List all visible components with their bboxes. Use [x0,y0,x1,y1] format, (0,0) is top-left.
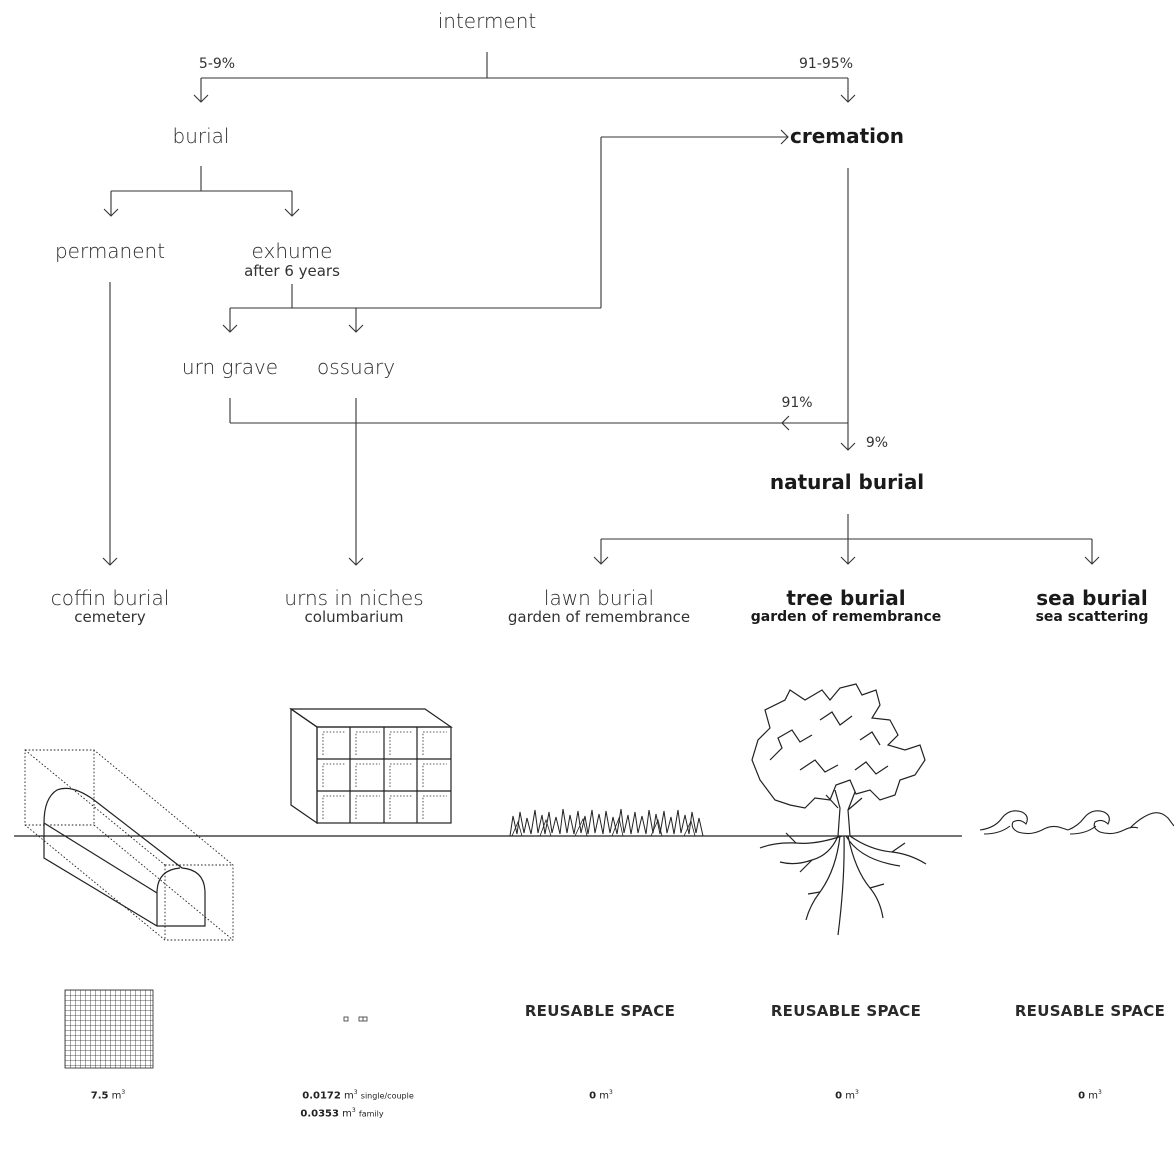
node-burial: burial [172,124,230,148]
outcome-sea-burial-subtitle: sea scattering [1035,609,1149,625]
node-exhume: exhume [251,239,333,263]
volume-value: 0 [835,1090,843,1102]
outcome-coffin-burial-title: coffin burial [50,586,170,610]
unit-exponent: 3 [855,1089,859,1096]
outcome-lawn-burial-title: lawn burial [543,586,655,610]
unit-exponent: 3 [1098,1089,1102,1096]
connector-permanent [102,282,118,566]
tree-illustration [751,683,927,936]
volume-unit: m [1088,1090,1099,1102]
connector-burial [103,166,300,217]
node-permanent: permanent [54,239,166,263]
node-urn-grave: urn grave [181,355,279,379]
node-interment: interment [437,9,537,33]
volume-value: 0 [1078,1090,1086,1102]
volume-sea: 0 m3 [1078,1090,1102,1101]
connector-interment [193,52,856,103]
unit-exponent: 3 [121,1089,126,1096]
volume-unit: m [111,1090,122,1102]
unit-exponent: 3 [353,1089,358,1096]
grass-illustration [509,808,704,837]
volume-value: 0.0353 [300,1108,339,1120]
pct-burial: 5-9% [198,56,236,72]
volume-note: family [358,1109,384,1119]
volume-coffin: 7.5 m3 [91,1090,125,1101]
volume-value: 7.5 [90,1090,109,1102]
connector-natural-burial [593,514,1100,565]
reusable-space-tree: REUSABLE SPACE [770,1002,922,1020]
connector-exhume [222,129,789,333]
space-grid [64,989,154,1069]
connector-cremation [229,168,856,451]
node-exhume-subtitle: after 6 years [244,262,340,280]
outcome-sea-burial-title: sea burial [1036,586,1148,610]
pct-cremation: 91-95% [799,56,853,72]
outcome-coffin-burial-subtitle: cemetery [74,608,146,626]
volume-unit: m [845,1090,856,1102]
volume-unit: m [342,1108,352,1120]
volume-unit: m [599,1090,610,1102]
outcome-lawn-burial-subtitle: garden of remembrance [507,608,691,626]
outcome-tree-burial-subtitle: garden of remembrance [750,609,942,625]
reusable-space-lawn: REUSABLE SPACE [524,1002,676,1020]
node-cremation: cremation [789,124,905,148]
node-ossuary: ossuary [316,355,396,379]
volume-note: single/couple [360,1091,414,1101]
volume-lawn: 0 m3 [589,1090,613,1101]
volume-value: 0 [589,1090,597,1102]
outcome-urns-in-niches-title: urns in niches [284,586,424,610]
connector-ossuary [348,398,364,566]
columbarium-illustration [289,707,453,825]
unit-exponent: 3 [609,1089,613,1096]
volume-niche-family: 0.0353 m3 family [300,1108,383,1119]
pct-urn-grave: 91% [781,395,813,411]
outcome-urns-in-niches-subtitle: columbarium [304,608,404,626]
volume-unit: m [344,1090,354,1102]
reusable-space-sea: REUSABLE SPACE [1014,1002,1166,1020]
outcome-tree-burial-title: tree burial [786,586,906,610]
volume-tree: 0 m3 [835,1090,859,1101]
niche-mark-single [343,1016,349,1022]
volume-niche-single: 0.0172 m3 single/couple [302,1090,414,1101]
volume-value: 0.0172 [302,1090,341,1102]
node-natural-burial: natural burial [769,470,925,494]
sea-waves-illustration [979,810,1174,835]
unit-exponent: 3 [351,1107,356,1114]
pct-natural-burial: 9% [865,435,889,451]
coffin-illustration [24,749,234,941]
